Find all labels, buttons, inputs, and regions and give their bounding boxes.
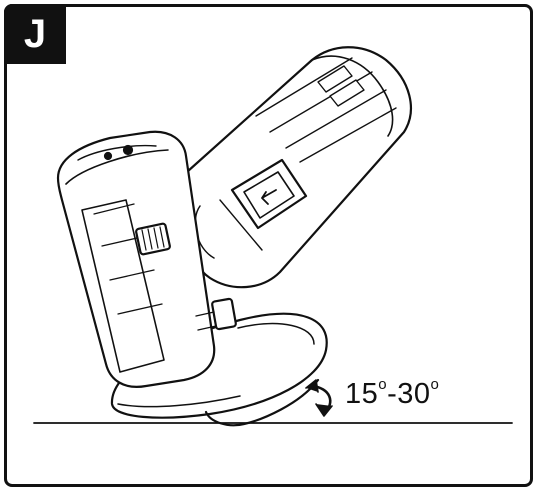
angle-max: 30	[397, 378, 431, 410]
grinding-disc-icon	[110, 312, 328, 427]
degree-symbol: o	[430, 376, 440, 393]
angle-separator: -	[387, 378, 398, 410]
step-badge: J	[4, 4, 66, 64]
degree-symbol: o	[378, 376, 388, 393]
motor-housing	[174, 46, 412, 289]
gear-head	[56, 130, 237, 388]
step-letter: J	[23, 12, 47, 56]
rotation-arrow-icon	[305, 379, 333, 417]
angle-label: 15o-30o	[345, 376, 439, 411]
angle-min: 15	[345, 378, 379, 410]
